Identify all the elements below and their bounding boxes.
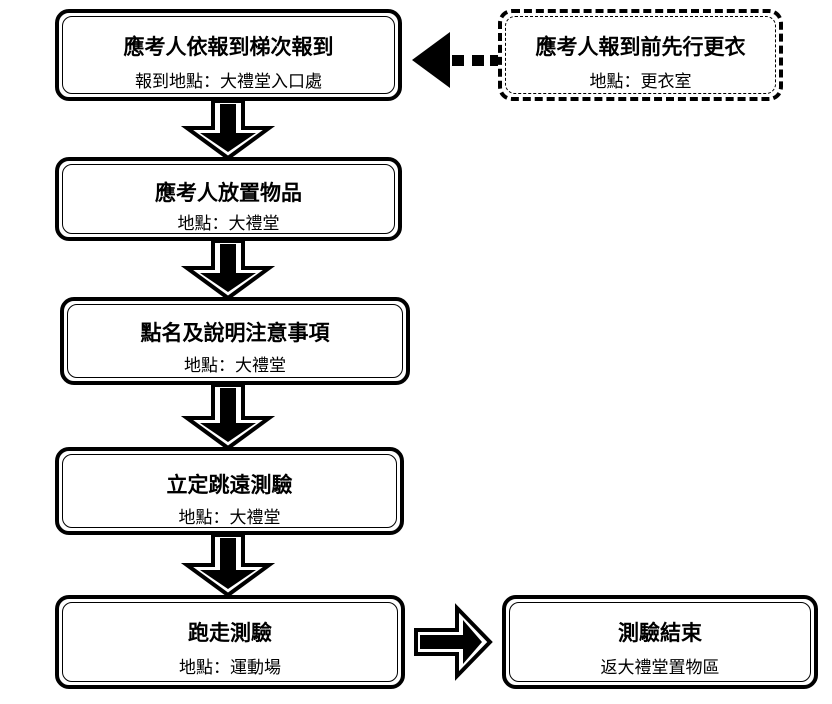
step-title: 測驗結束 — [618, 620, 702, 645]
dashed-left-arrow — [412, 32, 500, 88]
step-location: 報到地點：大禮堂入口處 — [135, 72, 322, 92]
step-test-end: 測驗結束 返大禮堂置物區 — [502, 595, 818, 689]
down-arrow-3 — [180, 383, 276, 451]
step-location: 地點：大禮堂 — [184, 356, 286, 376]
step-location: 地點：大禮堂 — [178, 508, 281, 528]
step-location: 地點：更衣室 — [589, 72, 692, 92]
step-location: 地點：大禮堂 — [177, 214, 280, 234]
step-long-jump: 立定跳遠測驗 地點：大禮堂 — [55, 447, 404, 535]
down-arrow-4 — [180, 533, 276, 598]
step-title: 應考人依報到梯次報到 — [123, 34, 334, 59]
step-title: 立定跳遠測驗 — [166, 472, 293, 497]
right-arrow — [414, 603, 493, 681]
step-location: 返大禮堂置物區 — [600, 658, 720, 678]
step-roll-call: 點名及說明注意事項 地點：大禮堂 — [60, 297, 410, 385]
down-arrow-2 — [180, 239, 276, 301]
step-change-clothes: 應考人報到前先行更衣 地點：更衣室 — [498, 9, 783, 101]
step-run-walk: 跑走測驗 地點：運動場 — [55, 595, 405, 689]
step-location: 地點：運動場 — [179, 658, 281, 678]
step-title: 跑走測驗 — [188, 620, 272, 645]
step-title: 應考人放置物品 — [155, 180, 302, 205]
step-store-items: 應考人放置物品 地點：大禮堂 — [55, 157, 402, 241]
step-title: 點名及說明注意事項 — [140, 320, 330, 345]
step-checkin: 應考人依報到梯次報到 報到地點：大禮堂入口處 — [55, 9, 402, 101]
down-arrow-1 — [180, 99, 276, 161]
step-title: 應考人報到前先行更衣 — [535, 34, 746, 59]
